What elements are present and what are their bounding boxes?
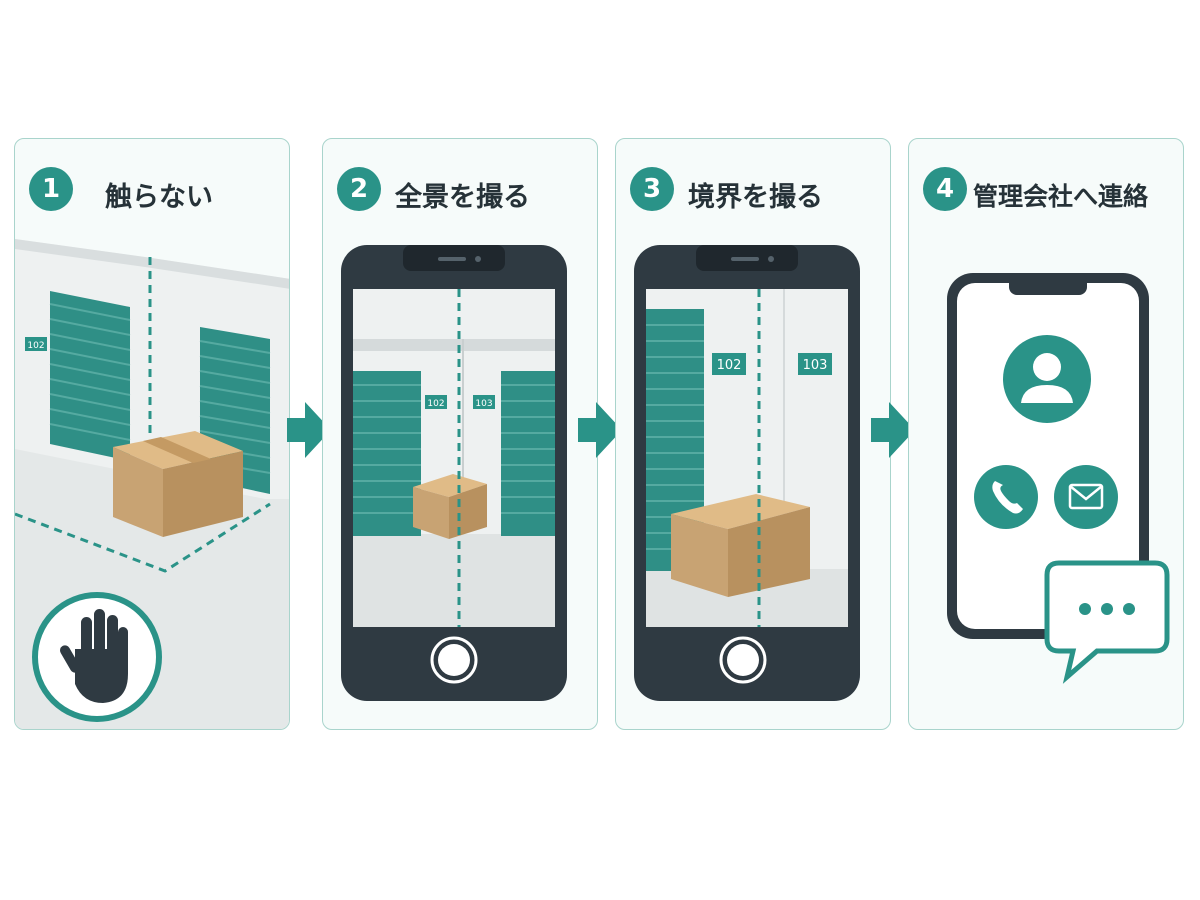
step-number-badge: 2 xyxy=(337,167,381,211)
unit-label-102: 102 xyxy=(427,399,444,409)
arrow-right-icon xyxy=(578,402,622,458)
smartphone-boundary-illustration: 102 103 xyxy=(634,245,860,701)
arrow-right-icon xyxy=(871,402,915,458)
unit-label-102: 102 xyxy=(717,358,742,373)
step-title: 境界を撮る xyxy=(688,182,823,213)
unit-label-103: 103 xyxy=(803,358,828,373)
mail-icon xyxy=(1054,465,1118,529)
step-number-badge: 3 xyxy=(630,167,674,211)
smartphone-camera-illustration: 102 103 xyxy=(341,245,567,701)
step-card-1: 1 触らない 102 xyxy=(14,138,290,730)
step-header: 2 全景を撮る xyxy=(323,153,597,223)
smartphone-contact-illustration xyxy=(947,273,1170,684)
step-title: 触らない xyxy=(105,182,213,213)
shutter-button xyxy=(727,644,759,676)
step-header: 1 触らない xyxy=(15,153,289,223)
step-title: 管理会社へ連絡 xyxy=(973,182,1149,211)
arrow-right-icon xyxy=(287,402,331,458)
phone-icon xyxy=(974,465,1038,529)
step-number-badge: 4 xyxy=(923,167,967,211)
chat-bubble-icon xyxy=(1044,560,1170,684)
unit-label-102: 102 xyxy=(27,341,44,351)
hand-stop-icon xyxy=(60,609,128,703)
step-title: 全景を撮る xyxy=(395,182,530,213)
step-header: 3 境界を撮る xyxy=(616,153,890,223)
step-header: 4 管理会社へ連絡 xyxy=(909,153,1183,223)
step-card-4: 4 管理会社へ連絡 xyxy=(908,138,1184,730)
shutter-button xyxy=(438,644,470,676)
step-number-badge: 1 xyxy=(29,167,73,211)
step-card-2: 2 全景を撮る 102 103 xyxy=(322,138,598,730)
storage-scene-illustration: 102 xyxy=(15,239,289,729)
unit-label-103: 103 xyxy=(475,399,492,409)
step-card-3: 3 境界を撮る 102 103 xyxy=(615,138,891,730)
